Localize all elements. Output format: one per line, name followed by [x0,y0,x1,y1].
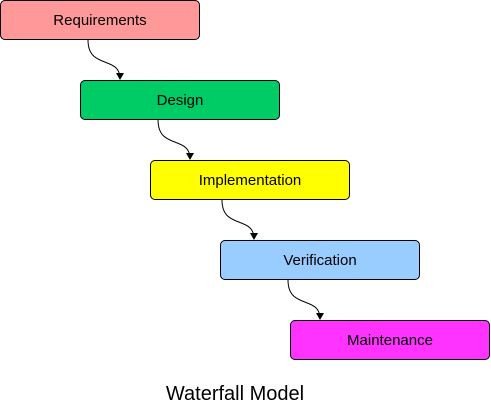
stage-label: Verification [283,251,357,269]
stage-implementation: Implementation [150,160,350,200]
stage-design: Design [80,80,280,120]
stage-maintenance: Maintenance [290,320,490,360]
stage-requirements: Requirements [0,0,200,40]
connector-design-to-implementation [157,119,194,160]
connector-implementation-to-verification [221,199,258,240]
connector-requirements-to-design [87,39,124,80]
stage-label: Maintenance [347,331,433,349]
connector-verification-to-maintenance [287,279,324,320]
stage-label: Design [156,91,204,109]
stage-label: Requirements [53,11,147,29]
diagram-title: Waterfall Model [165,383,305,405]
stage-label: Implementation [198,171,302,189]
stage-verification: Verification [220,240,420,280]
